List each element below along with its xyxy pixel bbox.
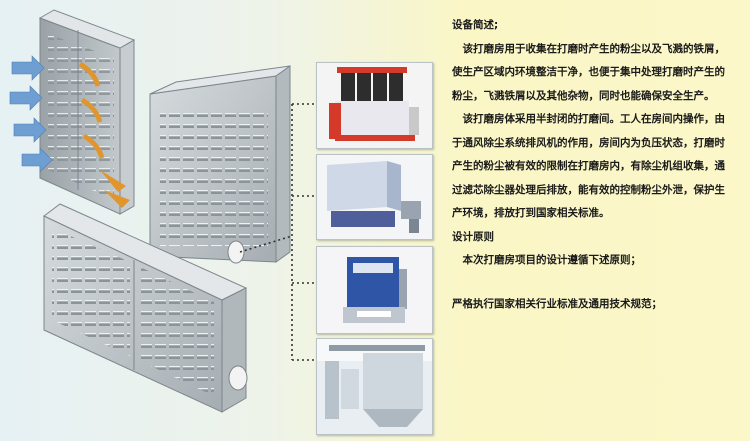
paragraph-purpose: 该打磨房用于收集在打磨时产生的粉尘以及飞溅的铁屑，使生产区域内环境整洁干净，也便… — [452, 42, 725, 102]
spacer — [452, 273, 734, 293]
photo-dust-collector-blue — [316, 154, 433, 240]
photo-dust-collector-red — [316, 62, 433, 149]
booth-illustration-bottom — [43, 203, 248, 413]
heading-overview: 设备简述; — [452, 19, 499, 31]
photo-dust-system-installation — [316, 338, 433, 435]
airflow-arrows — [9, 55, 130, 208]
description-panel: 设备简述; 该打磨房用于收集在打磨时产生的粉尘以及飞溅的铁屑，使生产区域内环境整… — [452, 14, 734, 316]
booth-illustration-middle — [149, 65, 291, 264]
paragraph-principles-intro: 本次打磨房项目的设计遵循下述原则； — [462, 254, 642, 266]
paragraph-standards: 严格执行国家相关行业标准及通用技术规范； — [452, 297, 662, 310]
connector-lines — [239, 103, 316, 361]
photo-filter-unit — [316, 246, 433, 334]
paragraph-structure: 该打磨房体采用半封闭的打磨间。工人在房间内操作，由于通风除尘系统排风机的作用，房… — [452, 113, 725, 219]
booth-illustration-top-left — [38, 9, 136, 215]
heading-principles: 设计原则 — [452, 230, 494, 243]
